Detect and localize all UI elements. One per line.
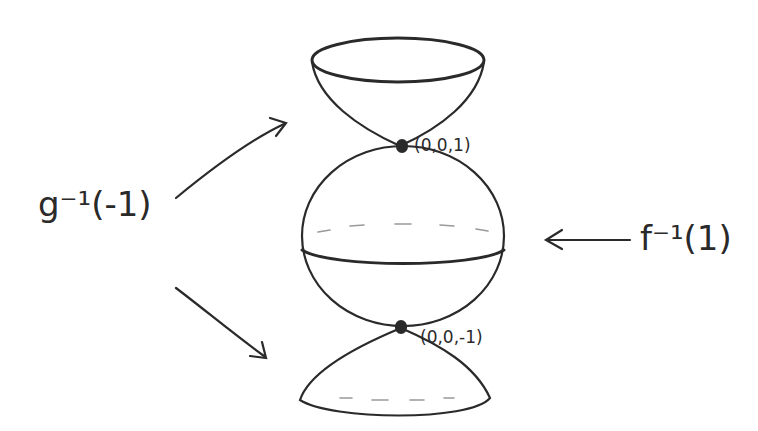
equator-back	[318, 224, 488, 232]
top-rim	[312, 38, 484, 82]
sphere-equator	[302, 250, 504, 264]
leader-arrow	[176, 288, 264, 356]
top-bowl	[312, 62, 484, 146]
preimage-label: f⁻¹(1)	[640, 220, 732, 257]
contact-point	[397, 140, 407, 152]
leader-arrow	[548, 239, 630, 241]
sphere	[302, 146, 504, 326]
bottom-rim-back	[340, 398, 454, 400]
arrow-head	[546, 230, 562, 249]
bottom-bowl	[300, 328, 490, 416]
point-label: (0,0,1)	[414, 136, 471, 155]
preimage-label: g⁻¹(-1)	[38, 186, 152, 223]
leader-arrow	[176, 124, 284, 198]
point-label: (0,0,-1)	[420, 328, 483, 347]
arrow-head	[270, 118, 286, 136]
arrow-head	[250, 342, 266, 358]
